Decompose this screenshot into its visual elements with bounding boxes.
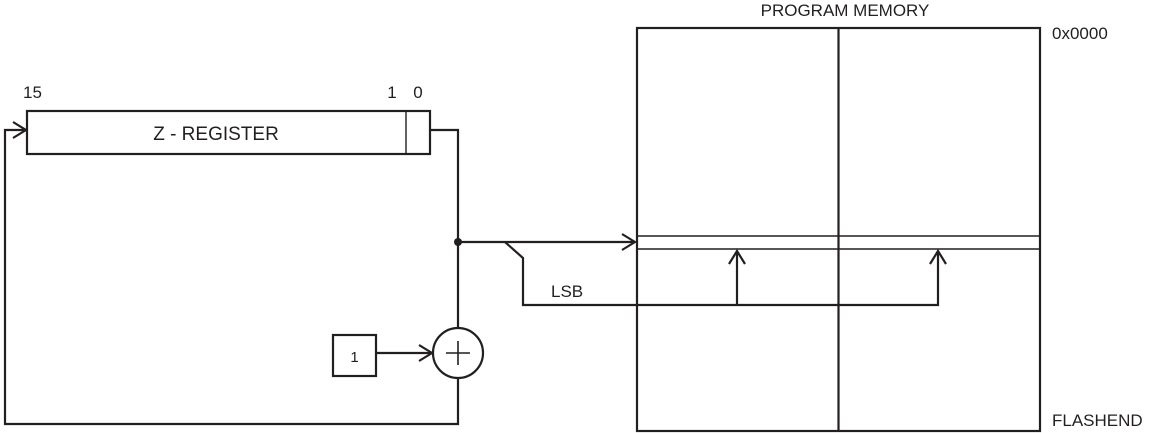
program-memory-block	[635, 26, 1042, 433]
constant-one-label: 1	[350, 349, 358, 366]
address-bottom-label: FLASHEND	[1052, 411, 1143, 430]
program-memory-title: PROGRAM MEMORY	[761, 1, 930, 20]
z-register	[25, 109, 432, 156]
bit-0-label: 0	[413, 83, 422, 102]
lsb-label: LSB	[551, 282, 583, 301]
feedback-arrowhead	[12, 121, 29, 139]
z-register-label: Z - REGISTER	[153, 124, 279, 145]
bit-1-label: 1	[387, 83, 396, 102]
z-register-box	[25, 109, 432, 156]
increment-arrowhead	[418, 344, 435, 362]
address-top-label: 0x0000	[1052, 24, 1108, 43]
constant-one-box	[331, 333, 378, 378]
z-register-output-wire	[430, 128, 460, 328]
lsb-select-wire	[504, 241, 940, 307]
lsb-high-byte-arrowhead	[929, 248, 947, 265]
lsb-low-byte-arrowhead	[728, 248, 746, 265]
bit-15-label: 15	[23, 83, 42, 102]
feedback-wire	[3, 128, 460, 426]
address-arrowhead	[621, 233, 638, 251]
